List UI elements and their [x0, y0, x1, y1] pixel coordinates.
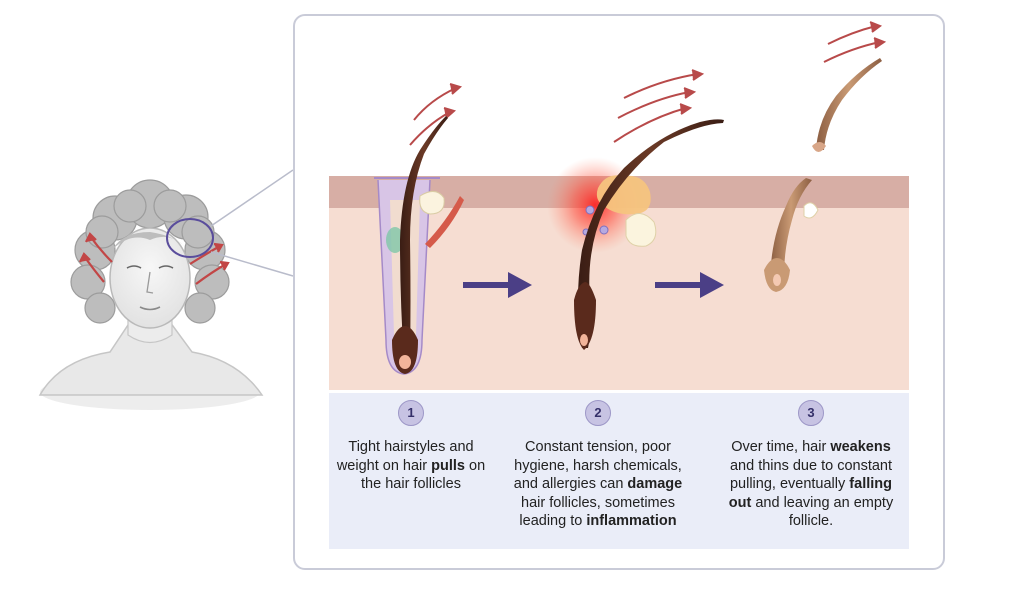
process-arrow-icon — [463, 272, 532, 298]
step-description: Over time, hair weakens and thins due to… — [718, 438, 904, 531]
step-text-bold: pulls — [431, 457, 465, 474]
step-number-badge: 1 — [398, 400, 424, 426]
step-text-part: and leaving an empty follicle. — [751, 494, 894, 530]
step-3: 3 Over time, hair weakens and thins due … — [718, 400, 904, 531]
step-description: Constant tension, poor hygiene, harsh ch… — [512, 438, 684, 531]
step-2: 2 Constant tension, poor hygiene, harsh … — [512, 400, 684, 531]
step-1: 1 Tight hairstyles and weight on hair pu… — [326, 400, 496, 494]
step-text-bold: damage — [627, 476, 683, 492]
step-text-part: Constant tension, poor hygiene, harsh ch… — [513, 439, 682, 492]
weakened-follicle-illustration — [764, 21, 887, 292]
step-number-badge: 3 — [798, 400, 824, 426]
step-text-part: Tight hairstyles and weight on hair — [336, 439, 474, 474]
step-text-part: and thins due to constant pulling, event… — [729, 457, 893, 493]
inflamed-follicle-illustration — [547, 69, 724, 350]
step-text-part: Over time, hair — [731, 439, 831, 455]
process-arrow-icon — [655, 272, 724, 298]
step-text-part: on the hair follicles — [361, 457, 486, 493]
diagram-panel — [293, 14, 945, 570]
step-text-bold: weakens — [830, 439, 891, 455]
step-text-part: hair follicles, sometimes leading to — [519, 494, 675, 530]
person-head-illustration — [38, 179, 264, 410]
step-text-bold: inflammation — [586, 513, 677, 529]
step-text-bold: falling out — [728, 476, 892, 511]
step-description: Tight hairstyles and weight on hair pull… — [326, 438, 496, 494]
zoom-highlight-ellipse — [166, 218, 214, 258]
step-number-badge: 2 — [585, 400, 611, 426]
hair-follicle-illustration — [374, 83, 464, 375]
zoom-callout-lines — [210, 169, 294, 277]
pull-arrow-icon — [79, 232, 230, 285]
